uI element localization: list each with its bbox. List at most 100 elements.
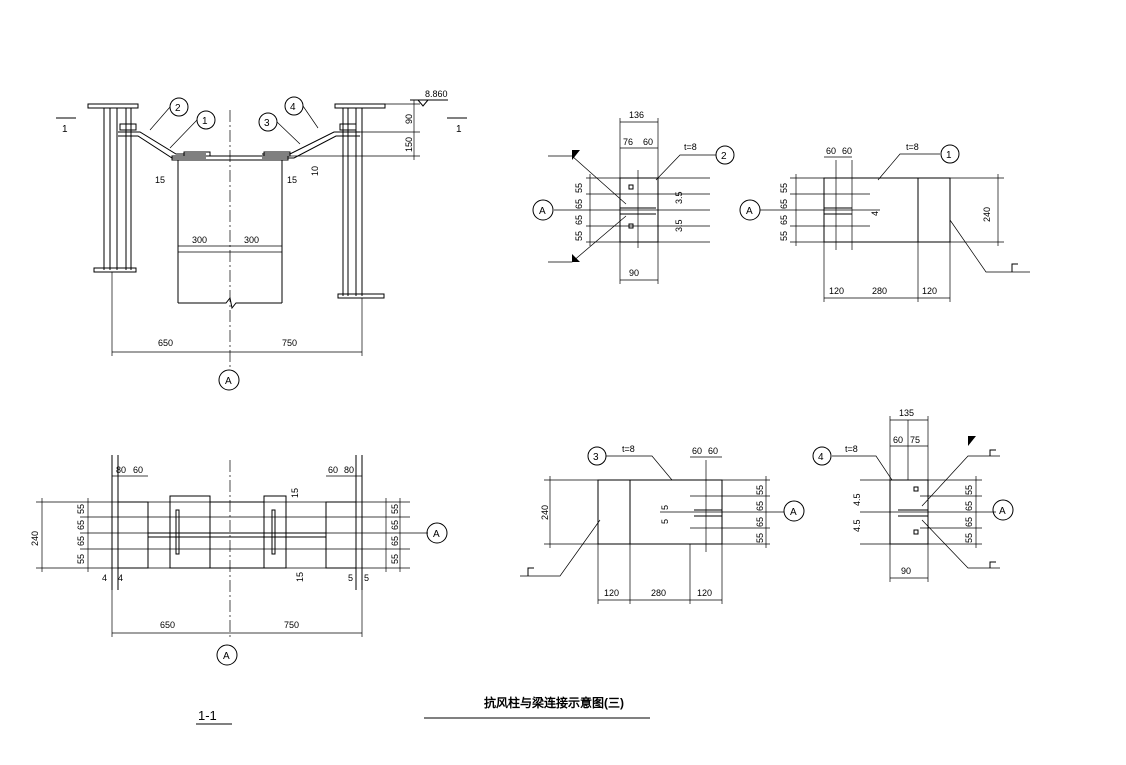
p4-dim-60: 60 xyxy=(893,435,903,445)
p1-dim-120b: 120 xyxy=(922,286,937,296)
p2-dim-65b: 65 xyxy=(574,215,584,225)
p3-dim-240: 240 xyxy=(540,505,550,520)
p4-callout: 4 xyxy=(818,452,824,463)
p1-dim-120a: 120 xyxy=(829,286,844,296)
p4-axis-a: A xyxy=(999,506,1006,517)
p2-dim-136: 136 xyxy=(629,110,644,120)
p1-dim-4: 4 xyxy=(870,211,880,216)
plate-1-detail: 55 65 65 55 240 4 60 60 120 280 120 t=8 … xyxy=(739,142,1030,302)
p1-dim-240: 240 xyxy=(982,207,992,222)
p1-dim-65a: 65 xyxy=(779,199,789,209)
dim-650-elev: 650 xyxy=(158,338,173,348)
callout-4-elev: 4 xyxy=(290,102,296,113)
p3-thickness: t=8 xyxy=(622,444,635,454)
p1-dim-65b: 65 xyxy=(779,215,789,225)
p2-dim-60: 60 xyxy=(643,137,653,147)
p1-thickness: t=8 xyxy=(906,142,919,152)
p4-dim-75: 75 xyxy=(910,435,920,445)
p3-dim-280: 280 xyxy=(651,588,666,598)
callout-1-elev: 1 xyxy=(202,116,208,127)
p1-dim-60b: 60 xyxy=(842,146,852,156)
axis-a-plan-right: A xyxy=(433,529,440,540)
p3-dim-120a: 120 xyxy=(604,588,619,598)
dim-4a: 4 xyxy=(102,573,107,583)
p4-dim-65b: 65 xyxy=(964,517,974,527)
dim-80-right: 80 xyxy=(344,465,354,475)
p1-axis-a: A xyxy=(746,206,753,217)
section-1-1-label: 1-1 xyxy=(198,708,217,723)
callout-2-elev: 2 xyxy=(175,103,181,114)
dim-4b: 4 xyxy=(118,573,123,583)
plate-2-detail: 55 65 65 55 3.5 3.5 136 76 60 90 t=8 2 A xyxy=(532,110,735,284)
dim-r-55a: 55 xyxy=(390,504,400,514)
p3-dim-65b: 65 xyxy=(755,517,765,527)
dim-5b: 5 xyxy=(364,573,369,583)
plate-4-detail: 55 65 65 55 4.5 4.5 135 60 75 90 t=8 4 A xyxy=(812,408,1014,582)
p3-axis-a: A xyxy=(790,507,797,518)
p2-axis-a: A xyxy=(539,206,546,217)
p4-dim-55b: 55 xyxy=(964,533,974,543)
drawing-title: 抗风柱与梁连接示意图(三) xyxy=(484,695,624,710)
p2-dim-3.5a: 3.5 xyxy=(674,191,684,204)
p3-dim-65a: 65 xyxy=(755,501,765,511)
p4-dim-135: 135 xyxy=(899,408,914,418)
dim-l-65a: 65 xyxy=(76,520,86,530)
dim-l-55a: 55 xyxy=(76,504,86,514)
p3-dim-55a: 55 xyxy=(755,485,765,495)
elevation-view: 1 1 2 xyxy=(56,89,467,391)
dim-15-right-elev: 15 xyxy=(287,175,297,185)
callout-3-elev: 3 xyxy=(264,118,270,129)
dim-240-plan: 240 xyxy=(30,531,40,546)
dim-300-left: 300 xyxy=(192,235,207,245)
plate-3-detail: 240 55 65 65 55 5 5 60 60 120 280 120 t=… xyxy=(520,444,805,604)
p4-thickness: t=8 xyxy=(845,444,858,454)
dim-10-elev: 10 xyxy=(310,166,320,176)
p1-dim-280: 280 xyxy=(872,286,887,296)
p3-dim-5a: 5 xyxy=(660,505,670,510)
p1-callout: 1 xyxy=(946,150,952,161)
dim-r-65b: 65 xyxy=(390,536,400,546)
p3-dim-55b: 55 xyxy=(755,533,765,543)
p3-dim-60a: 60 xyxy=(692,446,702,456)
plan-view: 240 55 65 65 55 55 65 65 55 80 60 60 80 … xyxy=(30,455,448,666)
dim-l-55b: 55 xyxy=(76,554,86,564)
dim-r-55b: 55 xyxy=(390,554,400,564)
dim-15-plan-bot: 15 xyxy=(295,572,305,582)
p4-dim-4.5a: 4.5 xyxy=(852,493,862,506)
p4-dim-90: 90 xyxy=(901,566,911,576)
p2-dim-3.5b: 3.5 xyxy=(674,219,684,232)
p2-dim-76: 76 xyxy=(623,137,633,147)
axis-a-elev: A xyxy=(225,376,232,387)
elevation-label: 8.860 xyxy=(425,89,448,99)
titles: 1-1 抗风柱与梁连接示意图(三) xyxy=(196,695,650,725)
section-mark-right: 1 xyxy=(456,124,462,135)
p2-dim-55b: 55 xyxy=(574,231,584,241)
dim-90-elev: 90 xyxy=(404,114,414,124)
p3-callout: 3 xyxy=(593,452,599,463)
p4-dim-65a: 65 xyxy=(964,501,974,511)
dim-80-left: 80 xyxy=(116,465,126,475)
section-mark-left: 1 xyxy=(62,124,68,135)
p2-dim-90: 90 xyxy=(629,268,639,278)
p2-thickness: t=8 xyxy=(684,142,697,152)
dim-60-left: 60 xyxy=(133,465,143,475)
dim-15-left-elev: 15 xyxy=(155,175,165,185)
p4-dim-4.5b: 4.5 xyxy=(852,519,862,532)
dim-750-plan: 750 xyxy=(284,620,299,630)
dim-150-elev: 150 xyxy=(404,137,414,152)
dim-60-right: 60 xyxy=(328,465,338,475)
dim-650-plan: 650 xyxy=(160,620,175,630)
axis-a-plan-bottom: A xyxy=(223,651,230,662)
dim-r-65a: 65 xyxy=(390,520,400,530)
p1-dim-60a: 60 xyxy=(826,146,836,156)
dim-5a: 5 xyxy=(348,573,353,583)
p3-dim-5b: 5 xyxy=(660,519,670,524)
dim-l-65b: 65 xyxy=(76,536,86,546)
p1-dim-55a: 55 xyxy=(779,183,789,193)
p3-dim-120b: 120 xyxy=(697,588,712,598)
dim-300-right: 300 xyxy=(244,235,259,245)
p2-callout: 2 xyxy=(721,151,727,162)
p2-dim-65a: 65 xyxy=(574,199,584,209)
p4-dim-55a: 55 xyxy=(964,485,974,495)
